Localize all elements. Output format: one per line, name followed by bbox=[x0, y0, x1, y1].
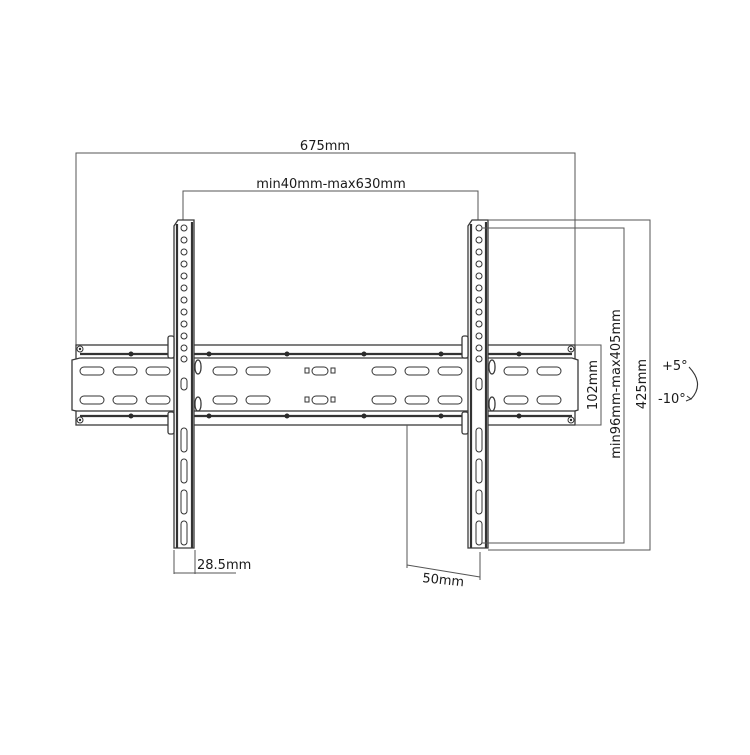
dimension-depth: 50mm bbox=[406, 425, 481, 590]
label-plate-height: 102mm bbox=[586, 360, 601, 410]
wall-plate bbox=[71, 344, 579, 426]
label-overall-width: 675mm bbox=[300, 139, 350, 154]
label-tilt-up: +5° bbox=[662, 359, 688, 374]
tilt-indicator: +5° -10° bbox=[658, 359, 699, 407]
dimension-overall-width: 675mm bbox=[75, 139, 576, 345]
label-vertical-range: min96mm-max405mm bbox=[609, 309, 624, 459]
dimension-overall-height: 425mm bbox=[488, 219, 651, 551]
dimension-plate-height: 102mm bbox=[575, 344, 602, 426]
label-depth: 50mm bbox=[422, 571, 465, 590]
left-arm bbox=[167, 219, 202, 549]
dimension-vertical-range: min96mm-max405mm bbox=[482, 227, 625, 544]
label-overall-height: 425mm bbox=[635, 359, 650, 409]
label-arm-spacing: min40mm-max630mm bbox=[256, 177, 406, 192]
tilt-arc-icon bbox=[688, 366, 699, 400]
label-tilt-down: -10° bbox=[658, 392, 686, 407]
right-arm bbox=[461, 219, 496, 549]
dimension-arm-width: 28.5mm bbox=[173, 550, 251, 574]
dimension-arm-spacing: min40mm-max630mm bbox=[182, 177, 479, 222]
label-arm-width: 28.5mm bbox=[197, 558, 251, 573]
